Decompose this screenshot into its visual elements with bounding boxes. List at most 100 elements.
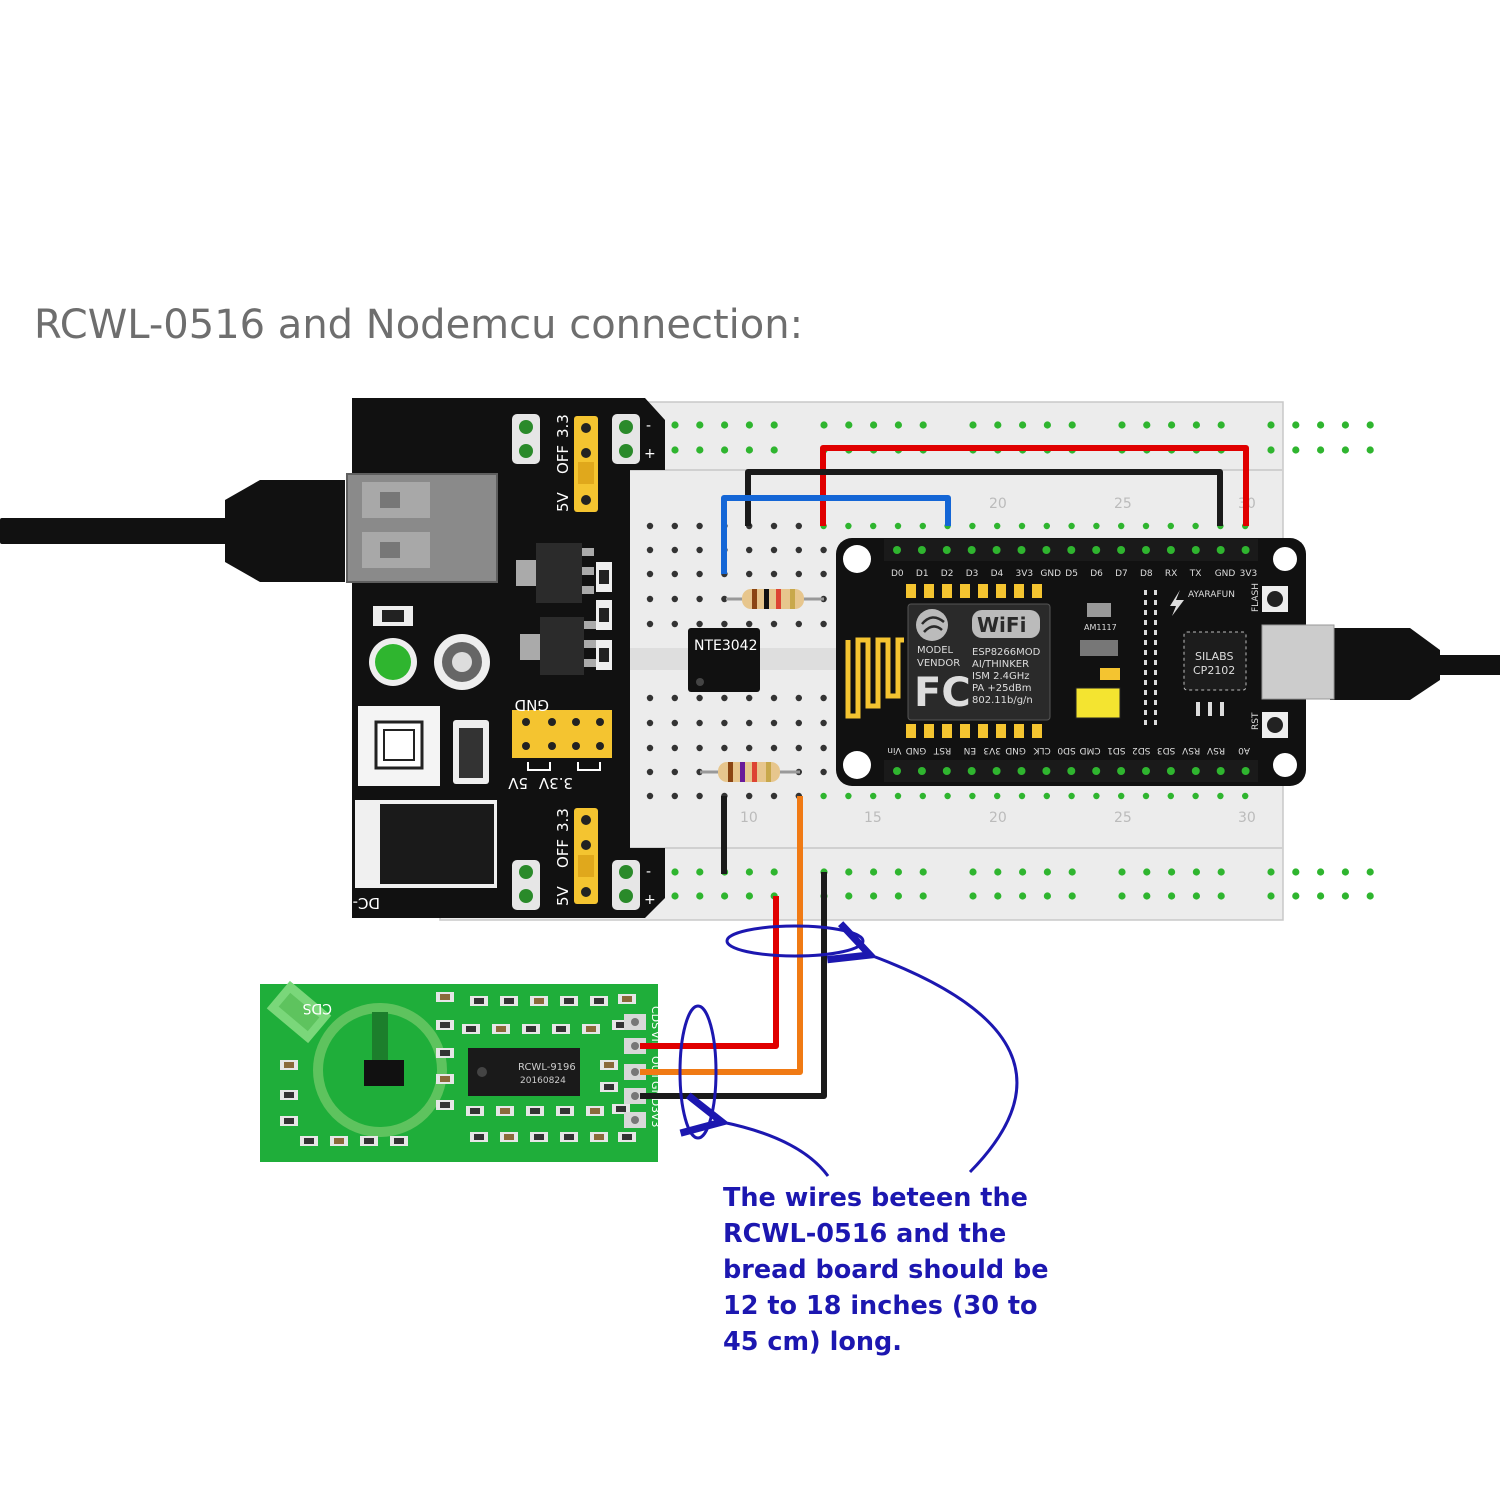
dc-in-label: DC-in <box>339 894 380 912</box>
header-pin <box>1216 546 1225 554</box>
header-pin <box>893 767 901 775</box>
voltage-regulator-1 <box>516 543 594 603</box>
annotation-arrow-left <box>722 1122 830 1177</box>
module-line-5: 802.11b/g/n <box>972 695 1033 706</box>
header-pin <box>1241 767 1250 775</box>
bottom-pin-label: CMD <box>1080 745 1101 755</box>
flash-label: FLASH <box>1251 583 1261 612</box>
header-pin <box>1191 767 1200 775</box>
left-usb-cable <box>0 480 345 582</box>
bottom-pin-label: A0 <box>1238 745 1250 755</box>
bottom-pin-label: CLK <box>1033 745 1051 755</box>
bottom-pin-label: RSV <box>1181 745 1200 755</box>
rcwl-chip-label: RCWL-9196 <box>518 1062 576 1073</box>
row-number-top: 25 <box>1114 496 1132 512</box>
fc-logo: FC <box>914 670 971 716</box>
jumper-label-bottom: 5V OFF 3.3 <box>554 808 572 906</box>
vendor-label: VENDOR <box>917 658 960 669</box>
bottom-pin-label: RST <box>933 745 951 755</box>
note-line-1: The wires beteen the <box>723 1183 1028 1213</box>
dc-barrel-jack <box>355 800 497 888</box>
note-line-2: RCWL-0516 and the <box>723 1219 1007 1249</box>
svg-text:OFF: OFF <box>554 839 572 868</box>
top-pin-label: D1 <box>916 569 929 579</box>
bottom-pin-label: GND <box>1005 745 1026 755</box>
chip-pins <box>1144 590 1224 725</box>
annotation-arrow-top <box>870 955 1019 1174</box>
usb-chip-line-2: CP2102 <box>1193 664 1235 677</box>
row-number-bottom: 30 <box>1238 810 1256 826</box>
rst-label: RST <box>1251 712 1261 730</box>
wire-highlight-ellipse-top <box>725 924 865 958</box>
wifi-logo-icon: WiFi <box>972 610 1040 638</box>
bottom-pin-label: EN <box>964 745 976 755</box>
usb-chip-line-1: SILABS <box>1195 650 1233 663</box>
top-pin-label: GND <box>1040 569 1061 579</box>
rcwl-pin-label: 3V3 <box>649 1106 662 1128</box>
bottom-pin-label: SD3 <box>1157 745 1175 755</box>
module-line-3: ISM 2.4GHz <box>972 671 1030 682</box>
header-pin <box>1142 767 1150 775</box>
rcwl-chip-date: 20160824 <box>520 1076 566 1086</box>
header-pin <box>1067 767 1076 775</box>
header-pin <box>1166 546 1175 554</box>
rcwl-pin-label: CDS <box>649 1006 662 1029</box>
svg-text:3.3: 3.3 <box>554 414 572 438</box>
resistor-bottom <box>700 762 800 782</box>
row-number-bottom: 15 <box>864 810 882 826</box>
wire-length-note: The wires beteen the RCWL-0516 and the b… <box>723 1180 1049 1360</box>
lightning-icon <box>1170 590 1184 616</box>
note-line-5: 45 cm) long. <box>723 1327 902 1357</box>
orange-sensor-wire <box>640 796 803 1075</box>
power-supply-module: - + - + 5V OFF 3.3 5V OFF 3.3 <box>339 398 665 918</box>
red-jumper-wire <box>820 445 1249 526</box>
top-pin-label: 3V3 <box>1240 569 1258 579</box>
jumper-top <box>574 416 598 512</box>
resistor-top <box>726 589 824 609</box>
bottom-pin-label: SD0 <box>1057 745 1076 755</box>
svg-text:OFF: OFF <box>554 445 572 474</box>
rail-plus-bottom: + <box>644 892 656 908</box>
jumper-label-top: 5V OFF 3.3 <box>554 414 572 512</box>
row-number-top: 20 <box>989 496 1007 512</box>
top-pin-label: D7 <box>1115 569 1128 579</box>
right-usb-cable <box>1330 628 1500 700</box>
row-number-bottom: 20 <box>989 810 1007 826</box>
voltage-regulator-2 <box>520 617 596 675</box>
cp2102-chip <box>1183 631 1247 691</box>
micro-usb-port <box>1261 624 1335 700</box>
header-pin <box>1166 767 1175 775</box>
header-pin <box>1017 546 1026 554</box>
tantalum-cap <box>1075 687 1121 719</box>
optocoupler-ic: NTE3042 <box>688 628 760 692</box>
header-pin <box>1117 546 1126 554</box>
header-pin <box>893 546 901 554</box>
header-pin <box>1142 546 1150 554</box>
header-pin <box>1092 546 1101 554</box>
top-pin-label: RX <box>1165 569 1177 579</box>
regulator-chip <box>1087 603 1111 617</box>
smd-components <box>373 562 612 670</box>
rail-plus-top: + <box>644 446 656 462</box>
top-pin-label: GND <box>1215 569 1236 579</box>
jumper-bottom <box>574 808 598 904</box>
header-pin <box>1241 546 1250 554</box>
regulator-label: AM1117 <box>1084 623 1117 632</box>
brand-label: AYARAFUN <box>1188 590 1235 600</box>
gnd-label: GND <box>515 696 549 714</box>
rail-minus-bottom: - <box>646 864 651 880</box>
top-pin-label: D0 <box>891 569 904 579</box>
espressif-logo-icon <box>916 609 948 641</box>
output-5v-label: 5V <box>507 774 528 792</box>
power-led <box>375 644 411 680</box>
output-headers <box>512 710 612 771</box>
header-pin <box>917 767 926 775</box>
cds-label: CDS <box>302 1000 332 1016</box>
svg-text:5V: 5V <box>554 491 572 512</box>
red-sensor-wire <box>640 896 779 1049</box>
annotation <box>678 924 1019 1177</box>
power-switch <box>358 706 489 786</box>
blue-jumper-wire <box>721 495 951 574</box>
